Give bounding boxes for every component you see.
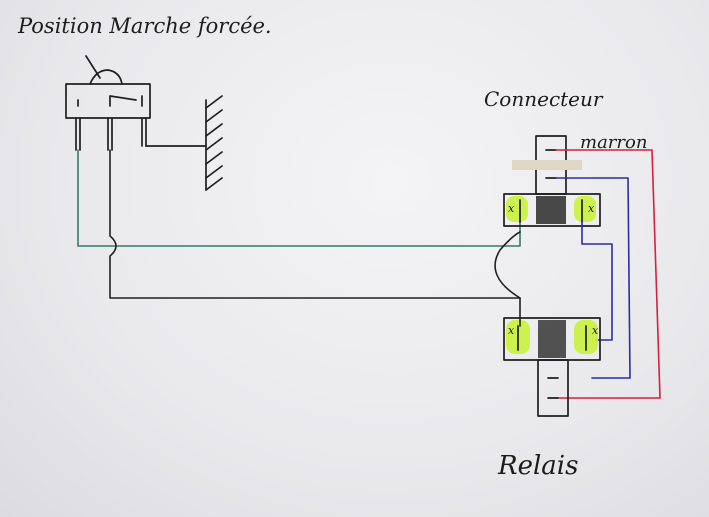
relay-pin-mark-left: x (508, 324, 515, 337)
connector-body (503, 193, 601, 227)
ground-hatching (205, 95, 223, 191)
connector-title: Connecteur (484, 87, 604, 111)
relay-pins (517, 325, 587, 351)
connector-top-slots (545, 149, 557, 179)
switch-terminal-2 (107, 117, 113, 151)
blue-wire-inner (581, 221, 613, 341)
relay-bottom-housing (537, 359, 569, 417)
connector-pin-highlight-right (574, 196, 596, 222)
relay-core (538, 320, 566, 358)
ground-symbol (145, 95, 223, 191)
brown-wire-label: marron (580, 132, 647, 153)
switch-lever-arc (89, 69, 123, 85)
blue-wire-outer (555, 177, 631, 379)
switch-terminal-3 (141, 117, 147, 147)
relay-pin-mark-right: x (592, 324, 599, 337)
connector-pin-highlight-left (506, 196, 528, 222)
connector-pin-mark-right: x (588, 202, 595, 215)
relay: x x Relais (497, 317, 601, 481)
connector-tape (512, 160, 582, 170)
switch-title: Position Marche forcée. (17, 14, 272, 38)
switch-contacts (77, 95, 143, 107)
switch-terminal-1 (75, 117, 81, 151)
relay-bottom-slots (547, 377, 559, 399)
black-wire (109, 149, 521, 299)
connector-pins (519, 199, 583, 223)
red-wire (555, 149, 661, 399)
switch-lever (85, 55, 101, 79)
relay-title: Relais (497, 451, 578, 481)
connector-core (536, 196, 566, 224)
connector: Connecteur x x (484, 87, 604, 227)
connector-pin-mark-left: x (508, 202, 515, 215)
switch-symbol (65, 55, 151, 151)
green-wire (77, 149, 521, 247)
